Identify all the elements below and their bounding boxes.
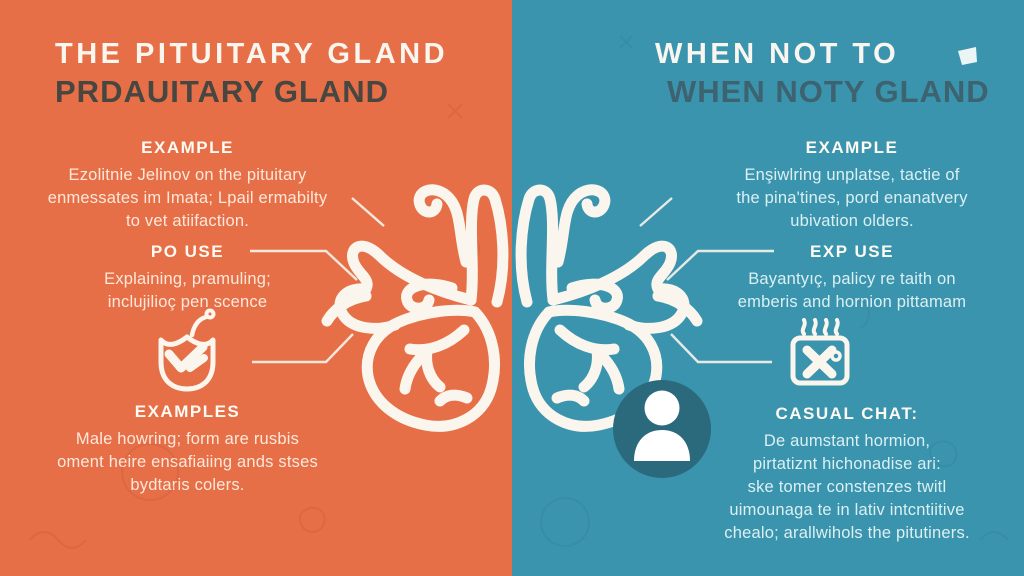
left-title-primary: THE PITUITARY GLAND: [55, 38, 449, 70]
text-line: Bayantyıç, palicy re taith on: [748, 270, 956, 288]
left-use-heading: PO USE: [150, 242, 225, 261]
text-line: Enşiwlring unplatse, tactie of: [744, 166, 960, 184]
right-title-primary: WHEN NOT TO: [655, 38, 900, 70]
text-line: enmessates im Imata; Lpail ermabilty: [47, 189, 328, 207]
text-line: Explaining, pramuling;: [104, 270, 271, 288]
text-line: ske tomer constenzes twitl: [747, 478, 947, 496]
text-line: bydtaris colers.: [130, 476, 245, 494]
text-line: oment heire ensafiaiing ands stses: [57, 453, 318, 471]
left-example-heading: EXAMPLE: [141, 138, 234, 157]
text-line: Male howring; form are rusbis: [75, 430, 300, 448]
text-line: chealo; arallwihols the pitutiners.: [724, 524, 970, 542]
right-casual-chat-section: CASUAL CHAT: De aumstant hormion, pirtat…: [672, 404, 1022, 545]
left-examples-section: EXAMPLES Male howring; form are rusbis o…: [15, 402, 360, 497]
right-use-heading: EXP USE: [810, 242, 894, 261]
text-line: Ezolitnie Jelinov on the pituitary: [68, 166, 307, 184]
right-title-secondary: WHEN NOTY GLAND: [667, 74, 990, 109]
text-line: ubivation olders.: [790, 212, 914, 230]
text-line: inclujilioç pen scence: [107, 293, 268, 311]
left-examples-heading: EXAMPLES: [134, 402, 241, 421]
right-use-section: EXP USE Bayantyıç, palicy re taith on em…: [682, 242, 1022, 314]
left-title-secondary: PRDAUITARY GLAND: [55, 74, 390, 109]
right-example-heading: EXAMPLE: [805, 138, 899, 157]
left-use-section: PO USE Explaining, pramuling; inclujilio…: [15, 242, 360, 314]
right-example-section: EXAMPLE Enşiwlring unplatse, tactie of t…: [682, 138, 1022, 233]
text-line: to vet atiifaction.: [125, 212, 250, 230]
left-example-section: EXAMPLE Ezolitnie Jelinov on the pituita…: [15, 138, 360, 233]
text-line: emberis and hornion pittamam: [737, 293, 967, 311]
text-line: pirtatiznt hichonadise ari:: [753, 455, 941, 473]
text-line: the pina'tines, pord enanatvery: [736, 189, 968, 207]
text-line: De aumstant hormion,: [763, 432, 931, 450]
text-line: uimounaga te in lativ intcntiitive: [729, 501, 965, 519]
right-casual-chat-heading: CASUAL CHAT:: [775, 404, 919, 423]
